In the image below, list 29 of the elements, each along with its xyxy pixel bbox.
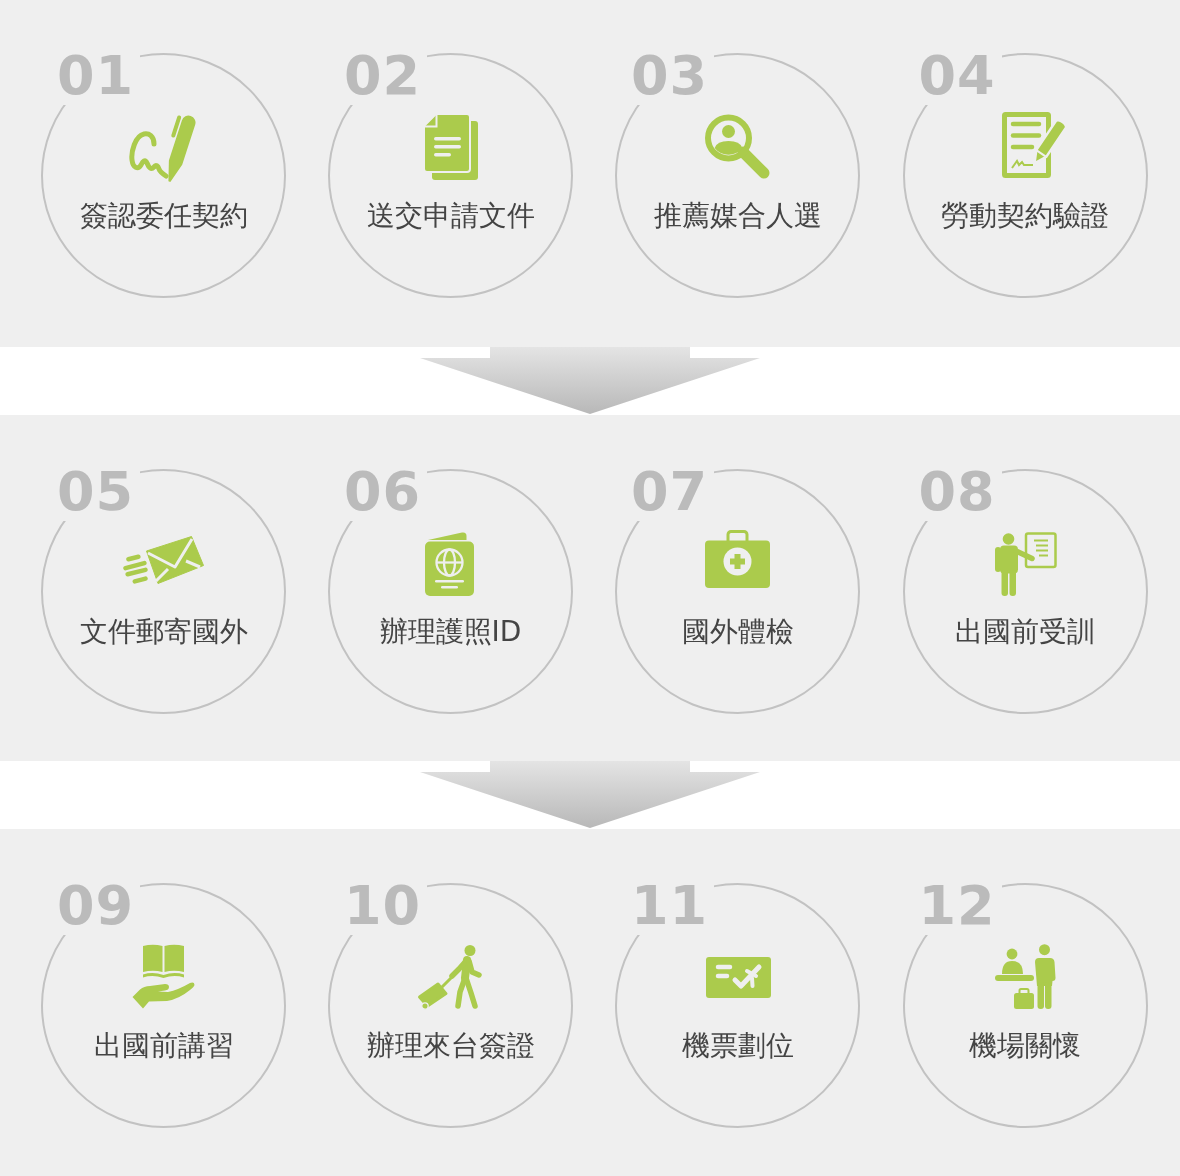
step-label: 推薦媒合人選 <box>653 199 822 233</box>
step-circle <box>615 469 860 714</box>
step-circle <box>902 883 1148 1128</box>
step-label: 送交申請文件 <box>366 199 535 233</box>
block-arrow <box>420 347 760 414</box>
step-circle <box>41 53 286 298</box>
step-circle <box>328 469 573 714</box>
step-circle <box>902 53 1148 298</box>
step-circle <box>328 53 573 298</box>
step-circle <box>41 469 286 714</box>
step-circle <box>902 469 1148 714</box>
step-label: 勞動契約驗證 <box>941 199 1109 233</box>
block-arrow <box>420 761 760 828</box>
step-circle <box>615 883 860 1128</box>
step-label: 出國前受訓 <box>955 615 1095 649</box>
band-panel <box>0 415 1180 761</box>
step-label: 出國前講習 <box>93 1029 234 1063</box>
step-label: 簽認委任契約 <box>79 199 248 233</box>
step-circle <box>328 883 573 1128</box>
step-label: 辦理來台簽證 <box>366 1029 535 1063</box>
step-label: 機場關懷 <box>969 1029 1081 1063</box>
step-label: 辦理護照ID <box>379 615 522 649</box>
band-panel <box>0 829 1180 1176</box>
step-label: 機票劃位 <box>681 1029 794 1063</box>
step-circle <box>41 883 286 1128</box>
step-label: 國外體檢 <box>681 615 794 649</box>
step-circle <box>615 53 860 298</box>
step-label: 文件郵寄國外 <box>79 615 248 649</box>
band-panel <box>0 0 1180 347</box>
